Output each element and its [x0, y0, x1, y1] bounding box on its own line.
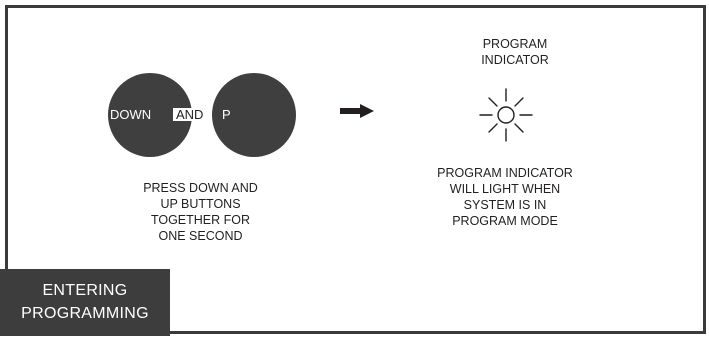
down-button-label: DOWN [110, 107, 152, 122]
badge-line: ENTERING [42, 282, 128, 299]
left-caption-line: ONE SECOND [158, 229, 243, 243]
left-caption-line: PRESS DOWN AND [143, 181, 258, 195]
right-caption-line: PROGRAM MODE [452, 214, 558, 228]
light-burst-icon [479, 88, 533, 142]
left-caption-line: UP BUTTONS [160, 197, 241, 211]
p-button: P [212, 73, 296, 157]
indicator-title-line: INDICATOR [481, 53, 549, 67]
right-arrow-icon [340, 104, 374, 118]
left-caption-line: TOGETHER FOR [150, 213, 251, 227]
right-caption-line: PROGRAM INDICATOR [437, 166, 573, 180]
right-caption-line: WILL LIGHT WHEN [449, 182, 561, 196]
left-instruction-caption: PRESS DOWN AND UP BUTTONS TOGETHER FOR O… [108, 180, 293, 244]
p-button-label: P [222, 107, 231, 122]
entering-programming-badge: ENTERING PROGRAMMING [0, 269, 170, 336]
badge-line: PROGRAMMING [21, 305, 149, 322]
program-indicator-title: PROGRAM INDICATOR [425, 36, 605, 68]
right-instruction-caption: PROGRAM INDICATOR WILL LIGHT WHEN SYSTEM… [405, 165, 605, 229]
right-caption-line: SYSTEM IS IN [463, 198, 547, 212]
indicator-title-line: PROGRAM [482, 37, 548, 51]
and-connector-label: AND [173, 108, 207, 121]
